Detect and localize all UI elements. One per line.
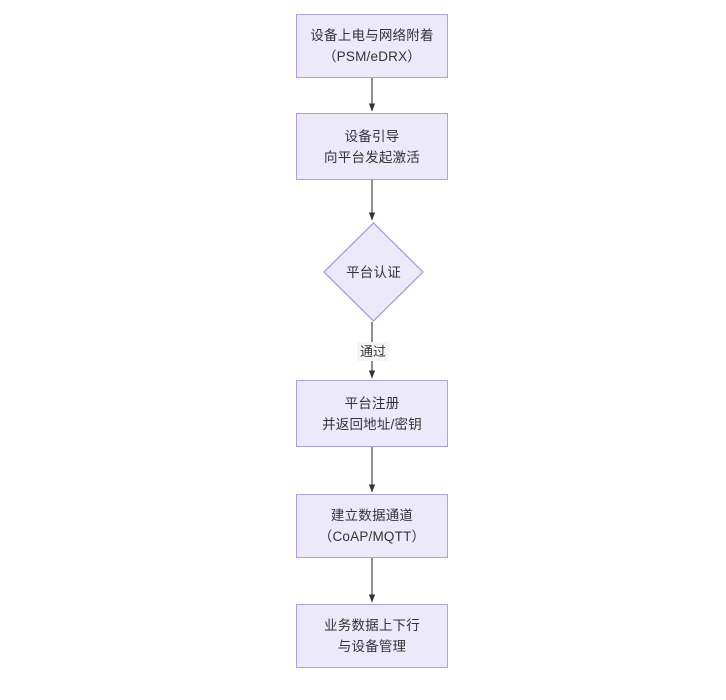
diamond-shape-icon — [323, 222, 424, 322]
flow-node-platform-register[interactable]: 平台注册 并返回地址/密钥 — [296, 380, 448, 447]
flow-node-platform-auth[interactable]: 平台认证 — [323, 222, 424, 322]
flow-node-power-on-line-2: （PSM/eDRX） — [322, 49, 422, 64]
flow-node-data-channel-line-2: （CoAP/MQTT） — [318, 529, 426, 544]
edge-label-pass: 通过 — [357, 342, 390, 361]
flow-node-platform-auth-label: 平台认证 — [346, 264, 401, 280]
flow-node-business-data-line-1: 业务数据上下行 — [324, 618, 420, 633]
flow-node-power-on[interactable]: 设备上电与网络附着 （PSM/eDRX） — [296, 14, 448, 78]
flow-node-bootstrap-line-1: 设备引导 — [344, 128, 400, 144]
flow-node-business-data[interactable]: 业务数据上下行 与设备管理 — [296, 604, 448, 668]
flow-node-platform-register-line-1: 平台注册 — [344, 395, 400, 411]
flow-node-data-channel[interactable]: 建立数据通道 （CoAP/MQTT） — [296, 494, 448, 558]
flow-node-data-channel-line-1: 建立数据通道 — [330, 508, 414, 523]
flow-node-bootstrap[interactable]: 设备引导 向平台发起激活 — [296, 113, 448, 180]
flow-node-bootstrap-line-2: 向平台发起激活 — [324, 149, 420, 165]
flow-node-platform-register-line-2: 并返回地址/密钥 — [322, 416, 422, 432]
flow-node-power-on-line-1: 设备上电与网络附着 — [310, 28, 434, 43]
flow-node-business-data-line-2: 与设备管理 — [337, 639, 407, 654]
